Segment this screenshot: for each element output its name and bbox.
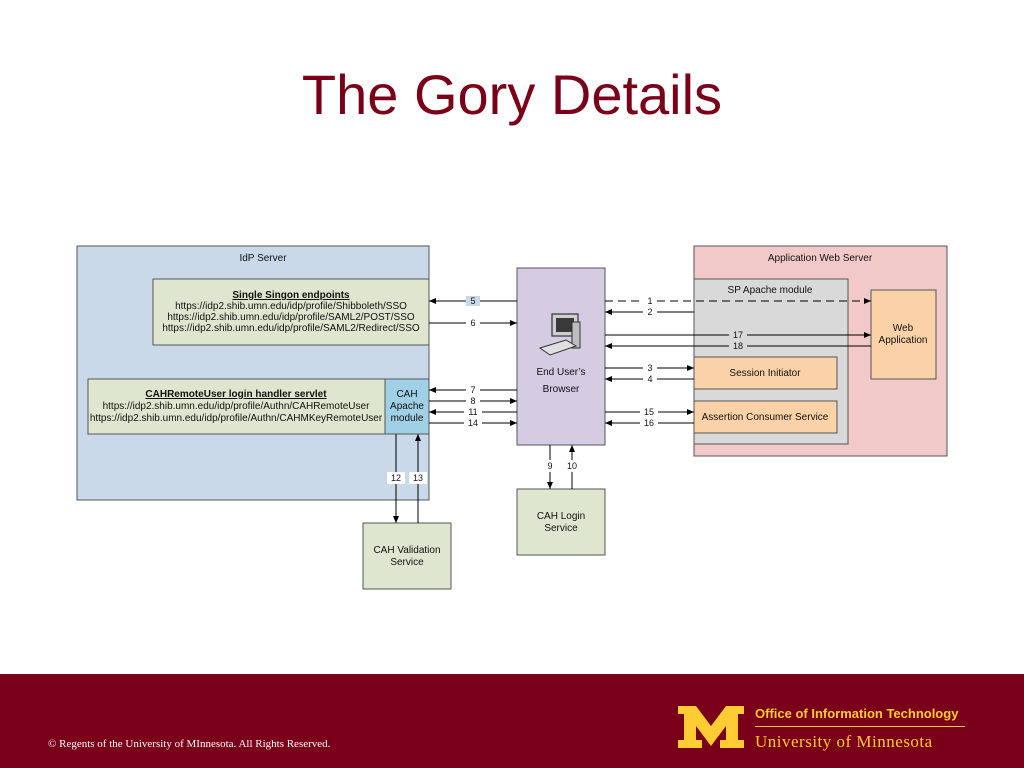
sp-module-label: SP Apache module	[728, 285, 813, 296]
university-m-logo	[678, 706, 744, 748]
arrow-label-10: 10	[567, 461, 577, 471]
computer-icon	[538, 313, 581, 356]
browser-label-line-1: End User’s	[536, 367, 585, 378]
arrow-label-18: 18	[733, 341, 743, 351]
cah-login-line-2: Service	[544, 523, 578, 534]
footer-bar: © Regents of the University of MInnesota…	[0, 674, 1024, 768]
app-server-title: Application Web Server	[768, 253, 873, 264]
arrow-label-6: 6	[470, 318, 475, 328]
arrow-4: 4	[605, 374, 694, 384]
arrow-7: 7	[429, 385, 517, 395]
arrow-label-5: 5	[470, 296, 475, 306]
copyright-text: © Regents of the University of MInnesota…	[48, 738, 331, 750]
arrow-6: 6	[429, 318, 517, 328]
cah-login-service-box	[516, 488, 606, 556]
arrow-label-1: 1	[647, 296, 652, 306]
arrow-label-11: 11	[468, 407, 477, 417]
cah-servlet-heading: CAHRemoteUser login handler servlet	[145, 389, 327, 400]
arrow-14: 14	[429, 418, 517, 428]
arrow-label-7: 7	[470, 385, 475, 395]
session-initiator-box	[693, 356, 838, 390]
cah-module-line-3: module	[391, 413, 424, 424]
browser-box	[516, 267, 606, 446]
arrow-11: 11	[429, 407, 517, 417]
web-app-line-1: Web	[893, 323, 914, 334]
arrow-3: 3	[605, 363, 694, 373]
cah-validation-service-box	[362, 522, 452, 590]
arrow-10: 10	[563, 445, 581, 489]
cah-module-line-2: Apache	[390, 401, 424, 412]
cah-servlet-box	[87, 378, 386, 435]
arrow-1: 1	[605, 296, 871, 306]
arrow-label-14: 14	[468, 418, 478, 428]
arrow-8: 8	[429, 396, 517, 406]
assertion-consumer-box	[693, 400, 838, 434]
session-initiator-label: Session Initiator	[729, 368, 801, 379]
sso-endpoint-2: https://idp2.shib.umn.edu/idp/profile/SA…	[167, 312, 415, 323]
cah-module-line-1: CAH	[396, 389, 417, 400]
browser-label-line-2: Browser	[543, 384, 580, 395]
cah-servlet-url-2: https://idp2.shib.umn.edu/idp/profile/Au…	[90, 413, 383, 424]
arrow-12: 12	[387, 434, 405, 523]
arrow-label-15: 15	[644, 407, 654, 417]
arrow-label-9: 9	[547, 461, 552, 471]
arrow-label-17: 17	[733, 330, 743, 340]
assertion-consumer-label: Assertion Consumer Service	[702, 412, 829, 423]
cah-validation-line-2: Service	[390, 557, 424, 568]
arrow-label-8: 8	[470, 396, 475, 406]
footer-divider	[755, 726, 965, 727]
arrow-label-4: 4	[647, 374, 652, 384]
idp-server-title: IdP Server	[239, 253, 287, 264]
arrow-label-12: 12	[391, 473, 401, 483]
cah-login-line-1: CAH Login	[537, 511, 585, 522]
cah-apache-module-box	[384, 378, 430, 435]
sso-endpoint-3: https://idp2.shib.umn.edu/idp/profile/SA…	[162, 323, 420, 334]
web-app-line-2: Application	[879, 335, 928, 346]
arrow-15: 15	[605, 407, 694, 417]
slide-title: The Gory Details	[301, 63, 723, 126]
arrow-16: 16	[605, 418, 694, 428]
university-name: University of Minnesota	[755, 732, 933, 751]
arrow-5: 5	[429, 296, 517, 306]
arrow-label-16: 16	[644, 418, 654, 428]
cah-validation-line-1: CAH Validation	[373, 545, 440, 556]
cah-servlet-url-1: https://idp2.shib.umn.edu/idp/profile/Au…	[103, 401, 370, 412]
sso-flow-diagram: IdP Server Single Singon endpoints https…	[76, 245, 948, 590]
arrow-9: 9	[543, 445, 557, 489]
arrow-label-3: 3	[647, 363, 652, 373]
sso-endpoints-box	[152, 278, 430, 346]
arrow-13: 13	[409, 434, 427, 523]
arrow-18: 18	[605, 341, 871, 351]
arrow-2: 2	[605, 307, 694, 317]
arrow-label-2: 2	[647, 307, 652, 317]
arrow-label-13: 13	[413, 473, 423, 483]
sso-endpoints-heading: Single Singon endpoints	[232, 290, 350, 301]
office-name: Office of Information Technology	[755, 706, 959, 721]
arrow-17: 17	[605, 330, 871, 340]
sso-endpoint-1: https://idp2.shib.umn.edu/idp/profile/Sh…	[175, 301, 407, 312]
